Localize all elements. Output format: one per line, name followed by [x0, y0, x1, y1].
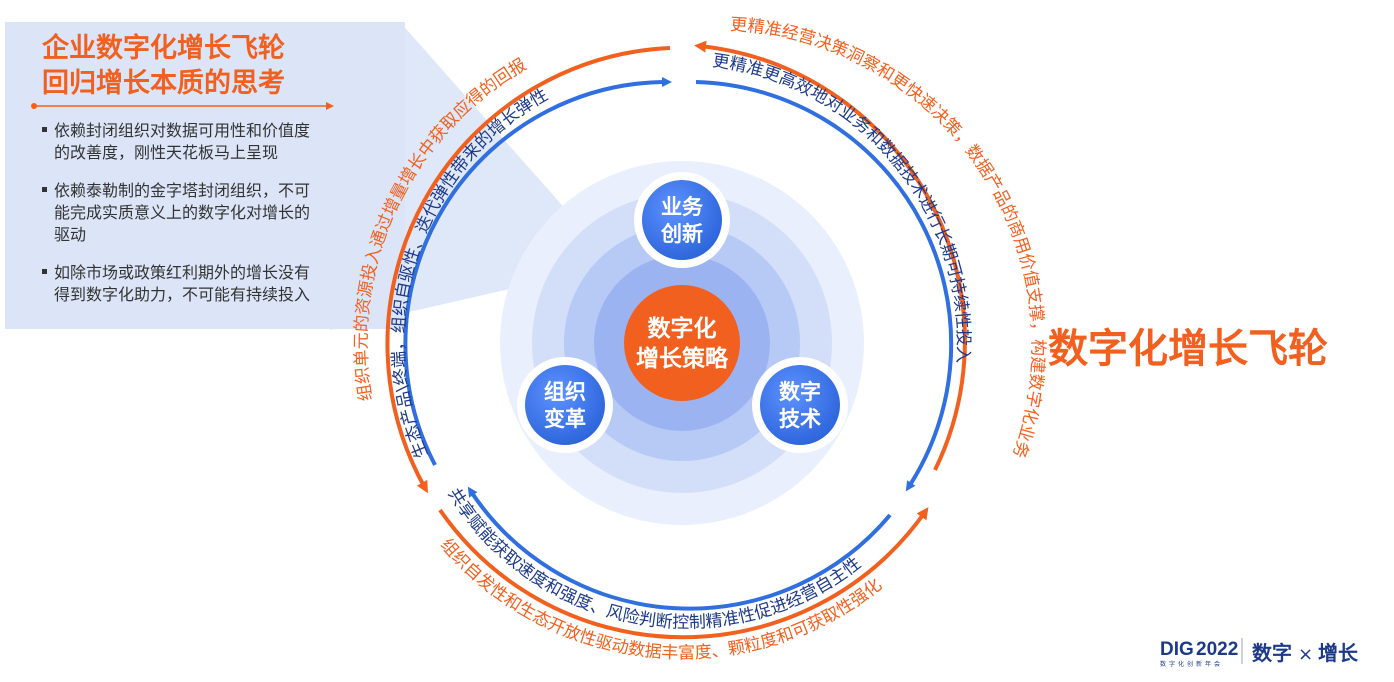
bullet-3-line1: 如除市场或政策红利期外的增长没有 — [54, 263, 310, 282]
bullet-marker — [42, 187, 47, 192]
node-right-line2: 技术 — [779, 407, 821, 431]
node-top-line2: 创新 — [660, 222, 703, 246]
node-top: 业务 创新 — [634, 172, 730, 268]
logo-slogan-right: 增长 — [1318, 641, 1359, 665]
bullet-marker — [42, 269, 47, 274]
logo-tagline: 数字化创新年会 — [1160, 660, 1223, 668]
outer-arc-right — [694, 40, 967, 471]
event-logo: DIG 2022 数字化创新年会 数字 × 增长 — [1160, 638, 1359, 668]
center-line2: 增长策略 — [636, 345, 729, 372]
panel-title-line2: 回归增长本质的思考 — [42, 67, 285, 99]
node-left-line2: 变革 — [544, 407, 586, 431]
bullet-2-line3: 驱动 — [54, 225, 86, 244]
node-top-line1: 业务 — [661, 195, 704, 219]
outer-arc-bottom — [438, 507, 929, 640]
divider-arrow-right — [326, 102, 334, 110]
info-panel — [5, 22, 405, 329]
node-right: 数字 技术 — [752, 357, 848, 453]
logo-year: 2022 — [1196, 639, 1238, 660]
logo-slogan-left: 数字 — [1252, 641, 1292, 665]
bullet-marker — [42, 127, 47, 132]
center-circle: 数字化 增长策略 — [624, 285, 740, 401]
divider-dot-left — [31, 103, 37, 109]
bullet-3-line2: 得到数字化助力，不可能有持续投入 — [54, 285, 310, 304]
outer-arc-left — [385, 46, 671, 494]
headline: 数字化增长飞轮 — [1048, 326, 1328, 372]
inner-arc-left — [403, 76, 672, 466]
node-right-line1: 数字 — [779, 380, 821, 404]
bullet-1-line2: 的改善度，刚性天花板马上呈现 — [54, 143, 278, 162]
node-left: 组织 变革 — [517, 357, 613, 453]
logo-brand: DIG — [1160, 639, 1194, 660]
panel-title-line1: 企业数字化增长飞轮 — [42, 32, 285, 64]
inner-arc-bottom — [467, 486, 892, 611]
center-line1: 数字化 — [648, 315, 717, 342]
bullet-2-line2: 能完成实质意义上的数字化对增长的 — [54, 203, 310, 222]
inner-arc-right — [695, 80, 954, 492]
node-left-line1: 组织 — [544, 380, 586, 404]
bullet-1-line1: 依赖封闭组织对数据可用性和价值度 — [54, 121, 310, 140]
logo-slogan-x: × — [1298, 644, 1313, 665]
bullet-2-line1: 依赖泰勒制的金字塔封闭组织，不可 — [54, 181, 310, 200]
